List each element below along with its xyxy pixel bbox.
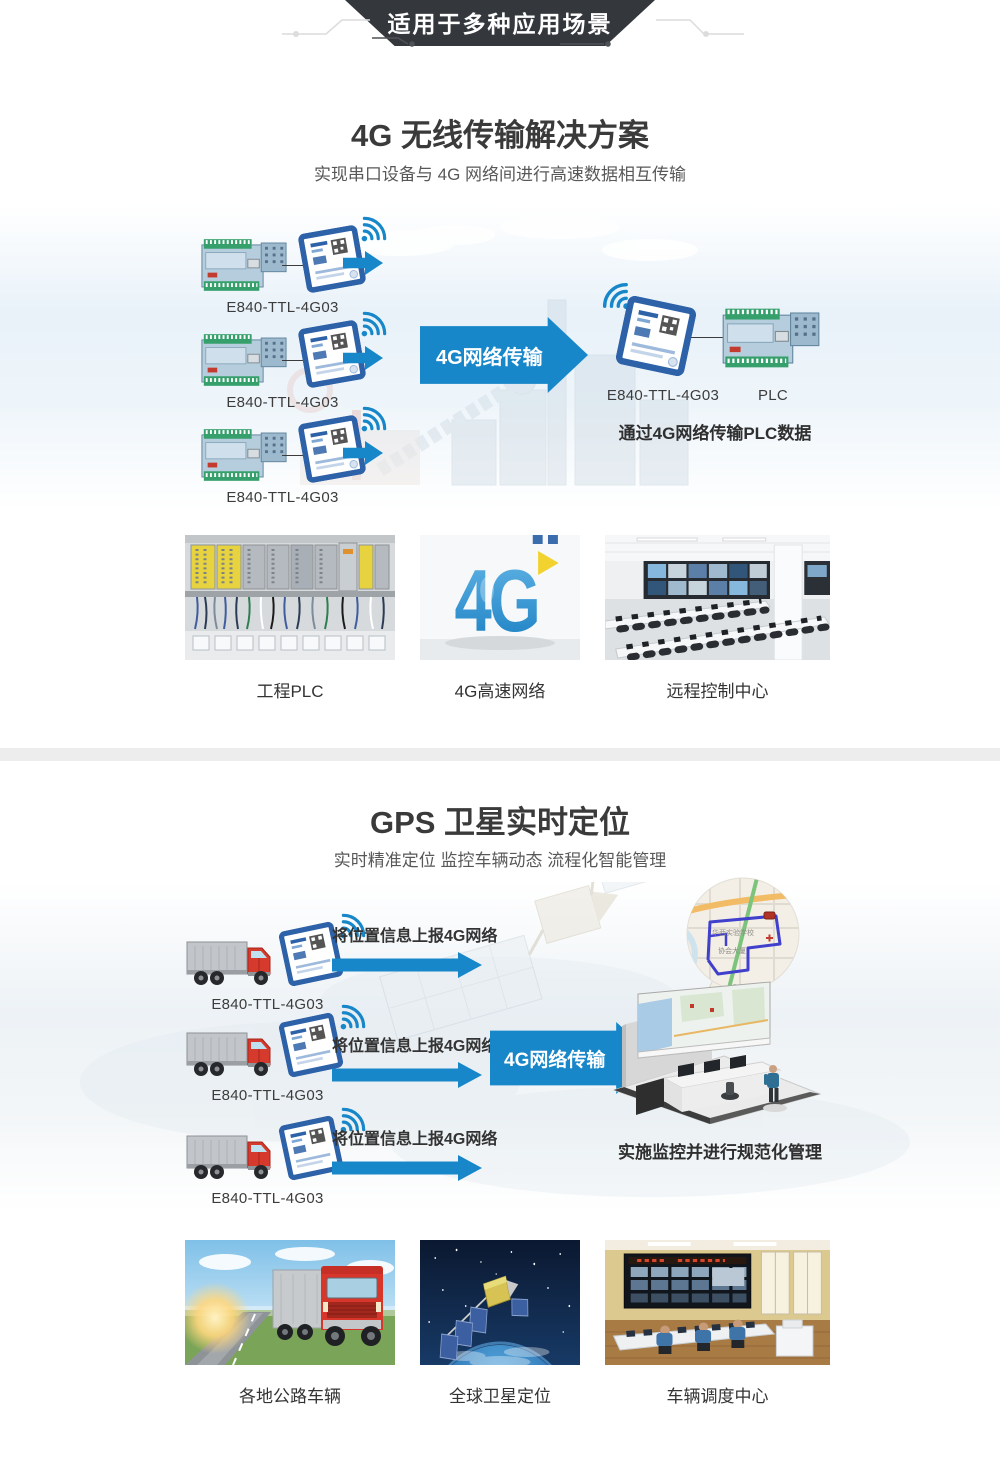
photo-caption: 远程控制中心 <box>666 682 769 701</box>
diagram-gps-positioning: 华西实验学校 协会大厦 国戏 <box>0 877 1000 1212</box>
sender-device-1: E840-TTL-4G03 <box>200 216 400 325</box>
truck-icon <box>186 1032 271 1076</box>
map-label: 协会大厦 <box>718 948 746 955</box>
section1-subtitle: 实现串口设备与 4G 网络间进行高速数据相互传输 <box>313 165 687 184</box>
wifi-icon <box>361 406 387 432</box>
photo-row-2: 各地公路车辆 全球卫星定位 车辆调度中心 <box>0 1240 1000 1415</box>
e840-module-icon <box>278 921 344 987</box>
satellite-earth-illustration <box>420 1240 580 1365</box>
photo-engineering-plc <box>185 535 395 660</box>
e840-module-icon <box>298 320 366 388</box>
truck-icon <box>186 941 271 985</box>
4g-transfer-arrow: 4G网络传输 <box>420 317 588 393</box>
4g-sign-text: 4G <box>455 551 538 650</box>
photo-caption: 全球卫星定位 <box>449 1387 551 1406</box>
photo-caption: 4G高速网络 <box>454 682 546 701</box>
e840-module-icon <box>278 1012 344 1078</box>
4g-sign-illustration: 4G <box>420 535 580 660</box>
e840-module-icon <box>615 295 697 377</box>
photo-caption: 工程PLC <box>256 682 324 701</box>
section-divider <box>0 748 1000 761</box>
section2-title: GPS 卫星实时定位 <box>369 805 631 840</box>
truck-device-1: E840-TTL-4G03 <box>185 913 385 1024</box>
report-note: 将位置信息上报4G网络 <box>332 928 498 945</box>
sender-device-3: E840-TTL-4G03 <box>200 406 400 515</box>
photo-highway-trucks <box>185 1240 395 1365</box>
wifi-icon <box>340 913 366 939</box>
report-note: 将位置信息上报4G网络 <box>332 1131 498 1148</box>
e840-module-icon <box>298 415 366 483</box>
plc-device-icon <box>201 429 287 481</box>
photo-4g-network: 4G <box>420 535 580 660</box>
banner-title: 适用于多种应用场景 <box>387 11 613 37</box>
map-label: 华西实验学校 <box>712 930 754 937</box>
red-truck-illustration <box>185 1240 395 1365</box>
section2-subtitle: 实时精准定位 监控车辆动态 流程化智能管理 <box>333 851 667 870</box>
section-banner: 适用于多种应用场景 <box>345 0 655 46</box>
plc-label: PLC <box>757 387 789 404</box>
plc-device-icon <box>201 239 287 291</box>
wifi-icon <box>361 216 387 242</box>
diagram2-caption: 实施监控并进行规范化管理 <box>618 1143 822 1162</box>
diagram-4g-transmission: E840-TTL-4G03 <box>0 205 1000 510</box>
photo-global-satellite <box>420 1240 580 1365</box>
device-label: E840-TTL-4G03 <box>226 299 339 316</box>
photo-vehicle-dispatch-center <box>605 1240 830 1365</box>
receiver-group: E840-TTL-4G03 PLC <box>593 282 838 425</box>
truck-device-3: E840-TTL-4G03 <box>185 1107 385 1218</box>
e840-module-icon <box>278 1115 344 1181</box>
section1-title: 4G 无线传输解决方案 <box>351 118 649 153</box>
e840-module-icon <box>298 225 366 293</box>
photo-caption: 车辆调度中心 <box>666 1387 769 1406</box>
report-note: 将位置信息上报4G网络 <box>332 1038 498 1055</box>
monitoring-room-icon <box>612 981 822 1124</box>
transfer-label: 4G网络传输 <box>504 1049 606 1071</box>
sender-device-2: E840-TTL-4G03 <box>200 311 400 420</box>
wifi-icon <box>340 1004 366 1030</box>
device-label: E840-TTL-4G03 <box>606 387 720 404</box>
control-room-illustration <box>605 535 830 660</box>
photo-row-1: 4G <box>0 535 1000 710</box>
photo-caption: 各地公路车辆 <box>239 1387 341 1406</box>
truck-device-2: E840-TTL-4G03 <box>185 1004 385 1115</box>
plc-device-icon <box>201 334 287 386</box>
device-label: E840-TTL-4G03 <box>226 489 339 506</box>
transfer-label: 4G网络传输 <box>436 346 543 369</box>
device-label: E840-TTL-4G03 <box>211 996 324 1013</box>
plc-cabinet-illustration <box>185 535 395 660</box>
diagram1-caption: 通过4G网络传输PLC数据 <box>618 424 812 443</box>
plc-device-icon <box>722 308 820 368</box>
wifi-icon <box>340 1107 366 1133</box>
device-label: E840-TTL-4G03 <box>211 1190 324 1207</box>
device-label: E840-TTL-4G03 <box>226 394 339 411</box>
device-label: E840-TTL-4G03 <box>211 1087 324 1104</box>
dispatch-room-illustration <box>605 1240 830 1365</box>
truck-icon <box>186 1135 271 1179</box>
photo-remote-control-center <box>605 535 830 660</box>
wifi-icon <box>361 311 387 337</box>
